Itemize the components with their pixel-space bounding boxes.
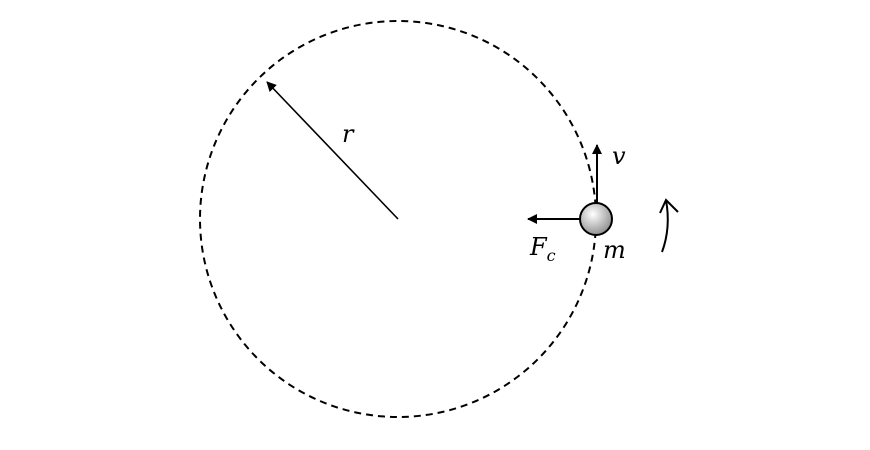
mass-ball — [579, 202, 613, 236]
radius-arrow — [266, 81, 399, 220]
mass-label: m — [603, 236, 626, 264]
rotation-direction-arrow-icon — [659, 198, 679, 253]
radius-label: r — [342, 120, 355, 148]
velocity-label: v — [612, 142, 626, 170]
force-label: Fc — [529, 233, 556, 265]
